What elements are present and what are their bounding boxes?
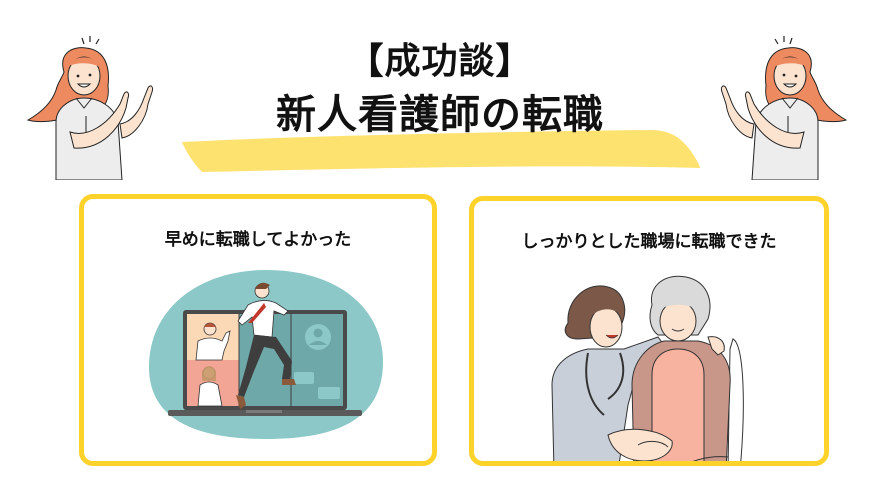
laptop-video-call-illustration bbox=[149, 270, 383, 439]
nurse-with-elderly-illustration bbox=[551, 275, 744, 461]
story-card-good-workplace: しっかりとした職場に転職できた bbox=[469, 196, 829, 466]
woman-pointing-icon bbox=[26, 36, 153, 180]
page-title-line1: 【成功談】 bbox=[347, 41, 533, 82]
yellow-brush-underline bbox=[182, 130, 700, 172]
card-title: しっかりとした職場に転職できた bbox=[521, 232, 777, 252]
header: 【成功談】 新人看護師の転職 bbox=[0, 0, 880, 180]
page-title-line2: 新人看護師の転職 bbox=[276, 92, 604, 138]
woman-pointing-icon bbox=[721, 36, 848, 180]
card-title: 早めに転職してよかった bbox=[164, 230, 352, 250]
story-card-early-change: 早めに転職してよかった bbox=[79, 194, 437, 466]
